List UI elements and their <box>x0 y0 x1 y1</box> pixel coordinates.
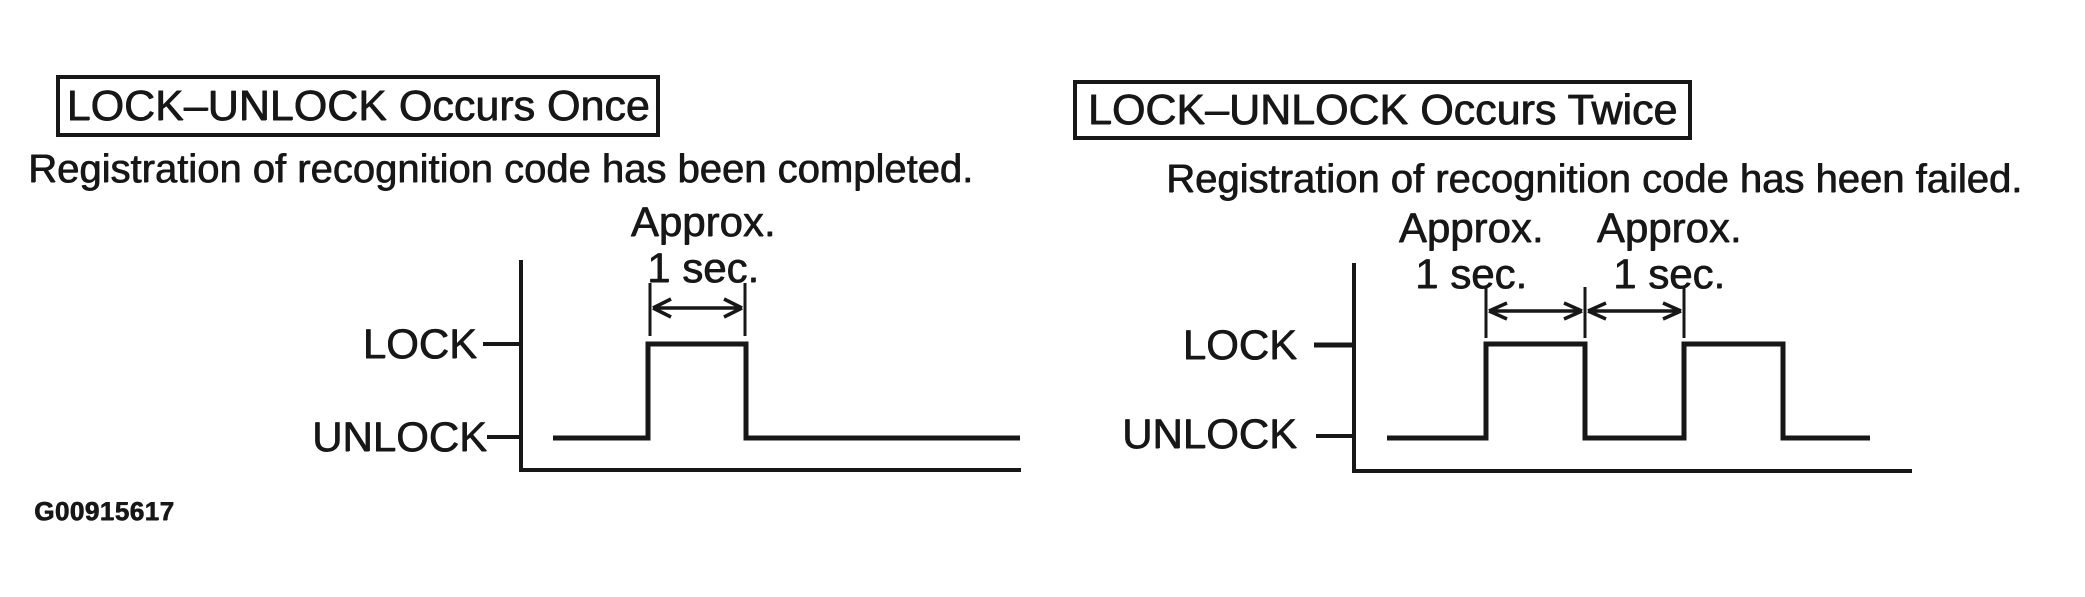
panel2-title-box: LOCK–UNLOCK Occurs Twice <box>1073 80 1692 140</box>
annotation-line-1sec: 1 sec. <box>1612 250 1726 297</box>
left-waveform-single-pulse <box>553 341 1020 441</box>
panel1-title-box: LOCK–UNLOCK Occurs Once <box>56 75 660 137</box>
panel1-duration-annotation: Approx. 1 sec. <box>593 199 813 291</box>
figure-id-label: G00915617 <box>34 496 175 526</box>
right-duration-arrow-2 <box>1587 301 1682 321</box>
annotation-line-approx: Approx. <box>630 198 776 245</box>
panel1-caption: Registration of recognition code has bee… <box>28 147 974 191</box>
panel1-unlock-label: UNLOCK <box>311 413 487 460</box>
panel2-duration-annotation-1: Approx. 1 sec. <box>1361 205 1581 297</box>
panel2-unlock-label: UNLOCK <box>1121 410 1297 457</box>
panel2-caption: Registration of recognition code has hee… <box>1166 157 2023 201</box>
right-diagram-strokes <box>1314 263 1912 473</box>
annotation-line-1sec: 1 sec. <box>1414 250 1528 297</box>
panel2-lock-label: LOCK <box>1182 321 1297 368</box>
panel1-lock-label: LOCK <box>362 320 477 367</box>
left-duration-arrow <box>652 297 743 319</box>
panel2-duration-annotation-2: Approx. 1 sec. <box>1559 205 1779 297</box>
annotation-line-1sec: 1 sec. <box>646 244 760 291</box>
right-duration-arrow-1 <box>1488 301 1583 321</box>
panel1-title: LOCK–UNLOCK Occurs Once <box>66 81 650 130</box>
annotation-line-approx: Approx. <box>1398 204 1544 251</box>
right-waveform-double-pulse <box>1387 341 1870 441</box>
panel2-title: LOCK–UNLOCK Occurs Twice <box>1087 85 1678 134</box>
left-diagram-strokes <box>483 260 1021 472</box>
annotation-line-approx: Approx. <box>1596 204 1742 251</box>
